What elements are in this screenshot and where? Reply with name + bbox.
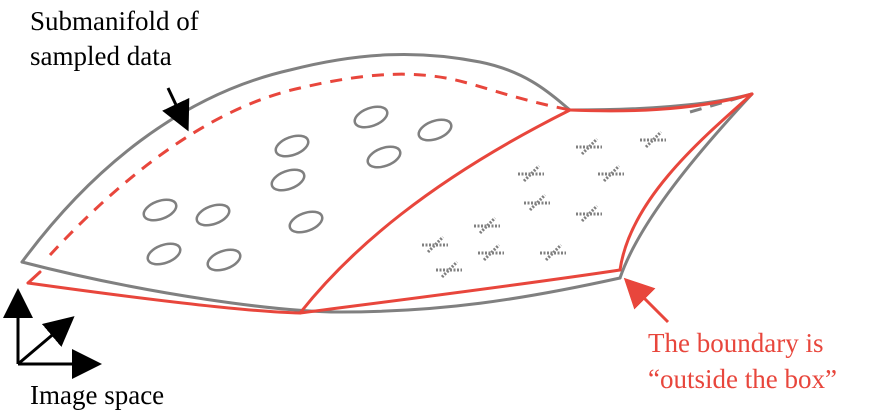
image-space-label: Image space — [30, 380, 164, 410]
ellipse-marker — [145, 240, 183, 269]
ellipse-marker — [269, 166, 307, 195]
boundary-label-line2: “outside the box” — [648, 364, 837, 394]
submanifold-label-line2: sampled data — [30, 41, 172, 71]
3d-axes-icon — [18, 294, 96, 364]
red-boundary — [28, 74, 752, 313]
dashed-cross-marker — [436, 262, 462, 277]
submanifold-label-line1: Submanifold of — [30, 6, 199, 36]
dashed-cross-marker — [422, 237, 448, 252]
ellipse-marker — [194, 201, 232, 230]
ellipse-marker — [205, 246, 243, 275]
dashed-cross-marker — [524, 195, 550, 210]
dashed-cross-marker — [576, 206, 602, 221]
ellipse-marker — [273, 132, 311, 161]
dashed-cross-marker — [598, 166, 624, 181]
dashed-cross-marker — [474, 218, 500, 233]
dashed-cross-marker — [478, 245, 504, 260]
data-sample-markers — [141, 103, 454, 275]
boundary-label-line1: The boundary is — [648, 328, 823, 358]
ellipse-marker — [287, 208, 325, 237]
dashed-cross-marker — [576, 139, 602, 154]
dashed-cross-marker — [540, 245, 566, 260]
dashed-cross-marker — [640, 132, 666, 147]
dashed-cross-marker — [518, 166, 544, 181]
ellipse-marker — [416, 116, 454, 145]
boundary-pointer-arrow — [628, 282, 668, 322]
gray-manifold — [22, 54, 752, 312]
ellipse-marker — [141, 196, 179, 225]
ellipse-marker — [352, 103, 390, 132]
ellipse-marker — [365, 143, 403, 172]
